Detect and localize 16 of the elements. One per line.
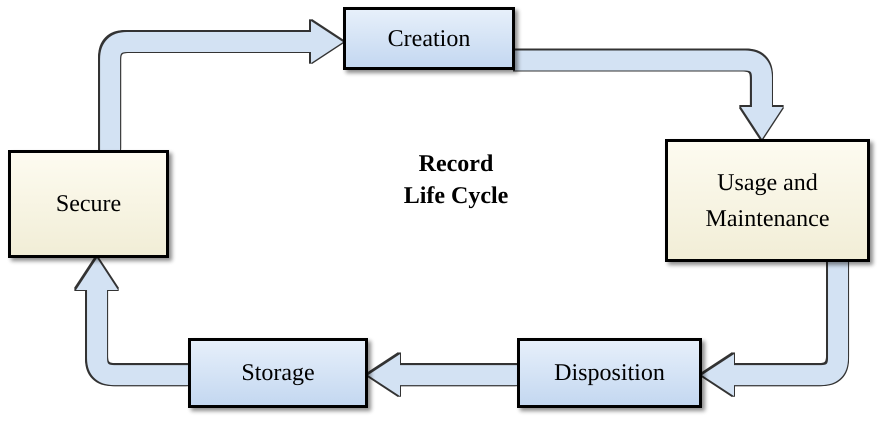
process-box bbox=[517, 338, 702, 408]
process-box bbox=[343, 7, 515, 70]
block-arrow bbox=[76, 258, 188, 386]
box-label: Disposition bbox=[554, 359, 665, 388]
box-label: Storage bbox=[241, 359, 315, 388]
process-box bbox=[188, 338, 368, 408]
process-box bbox=[665, 139, 870, 262]
block-arrow bbox=[100, 21, 343, 150]
box-label: Secure bbox=[56, 190, 122, 219]
box-label: Usage and Maintenance bbox=[704, 168, 830, 234]
block-arrow bbox=[515, 50, 783, 139]
box-label: Creation bbox=[388, 24, 470, 54]
block-arrow bbox=[368, 354, 517, 396]
block-arrow bbox=[702, 262, 848, 396]
diagram-title: Record Life Cycle bbox=[402, 150, 510, 211]
process-box bbox=[8, 150, 169, 258]
